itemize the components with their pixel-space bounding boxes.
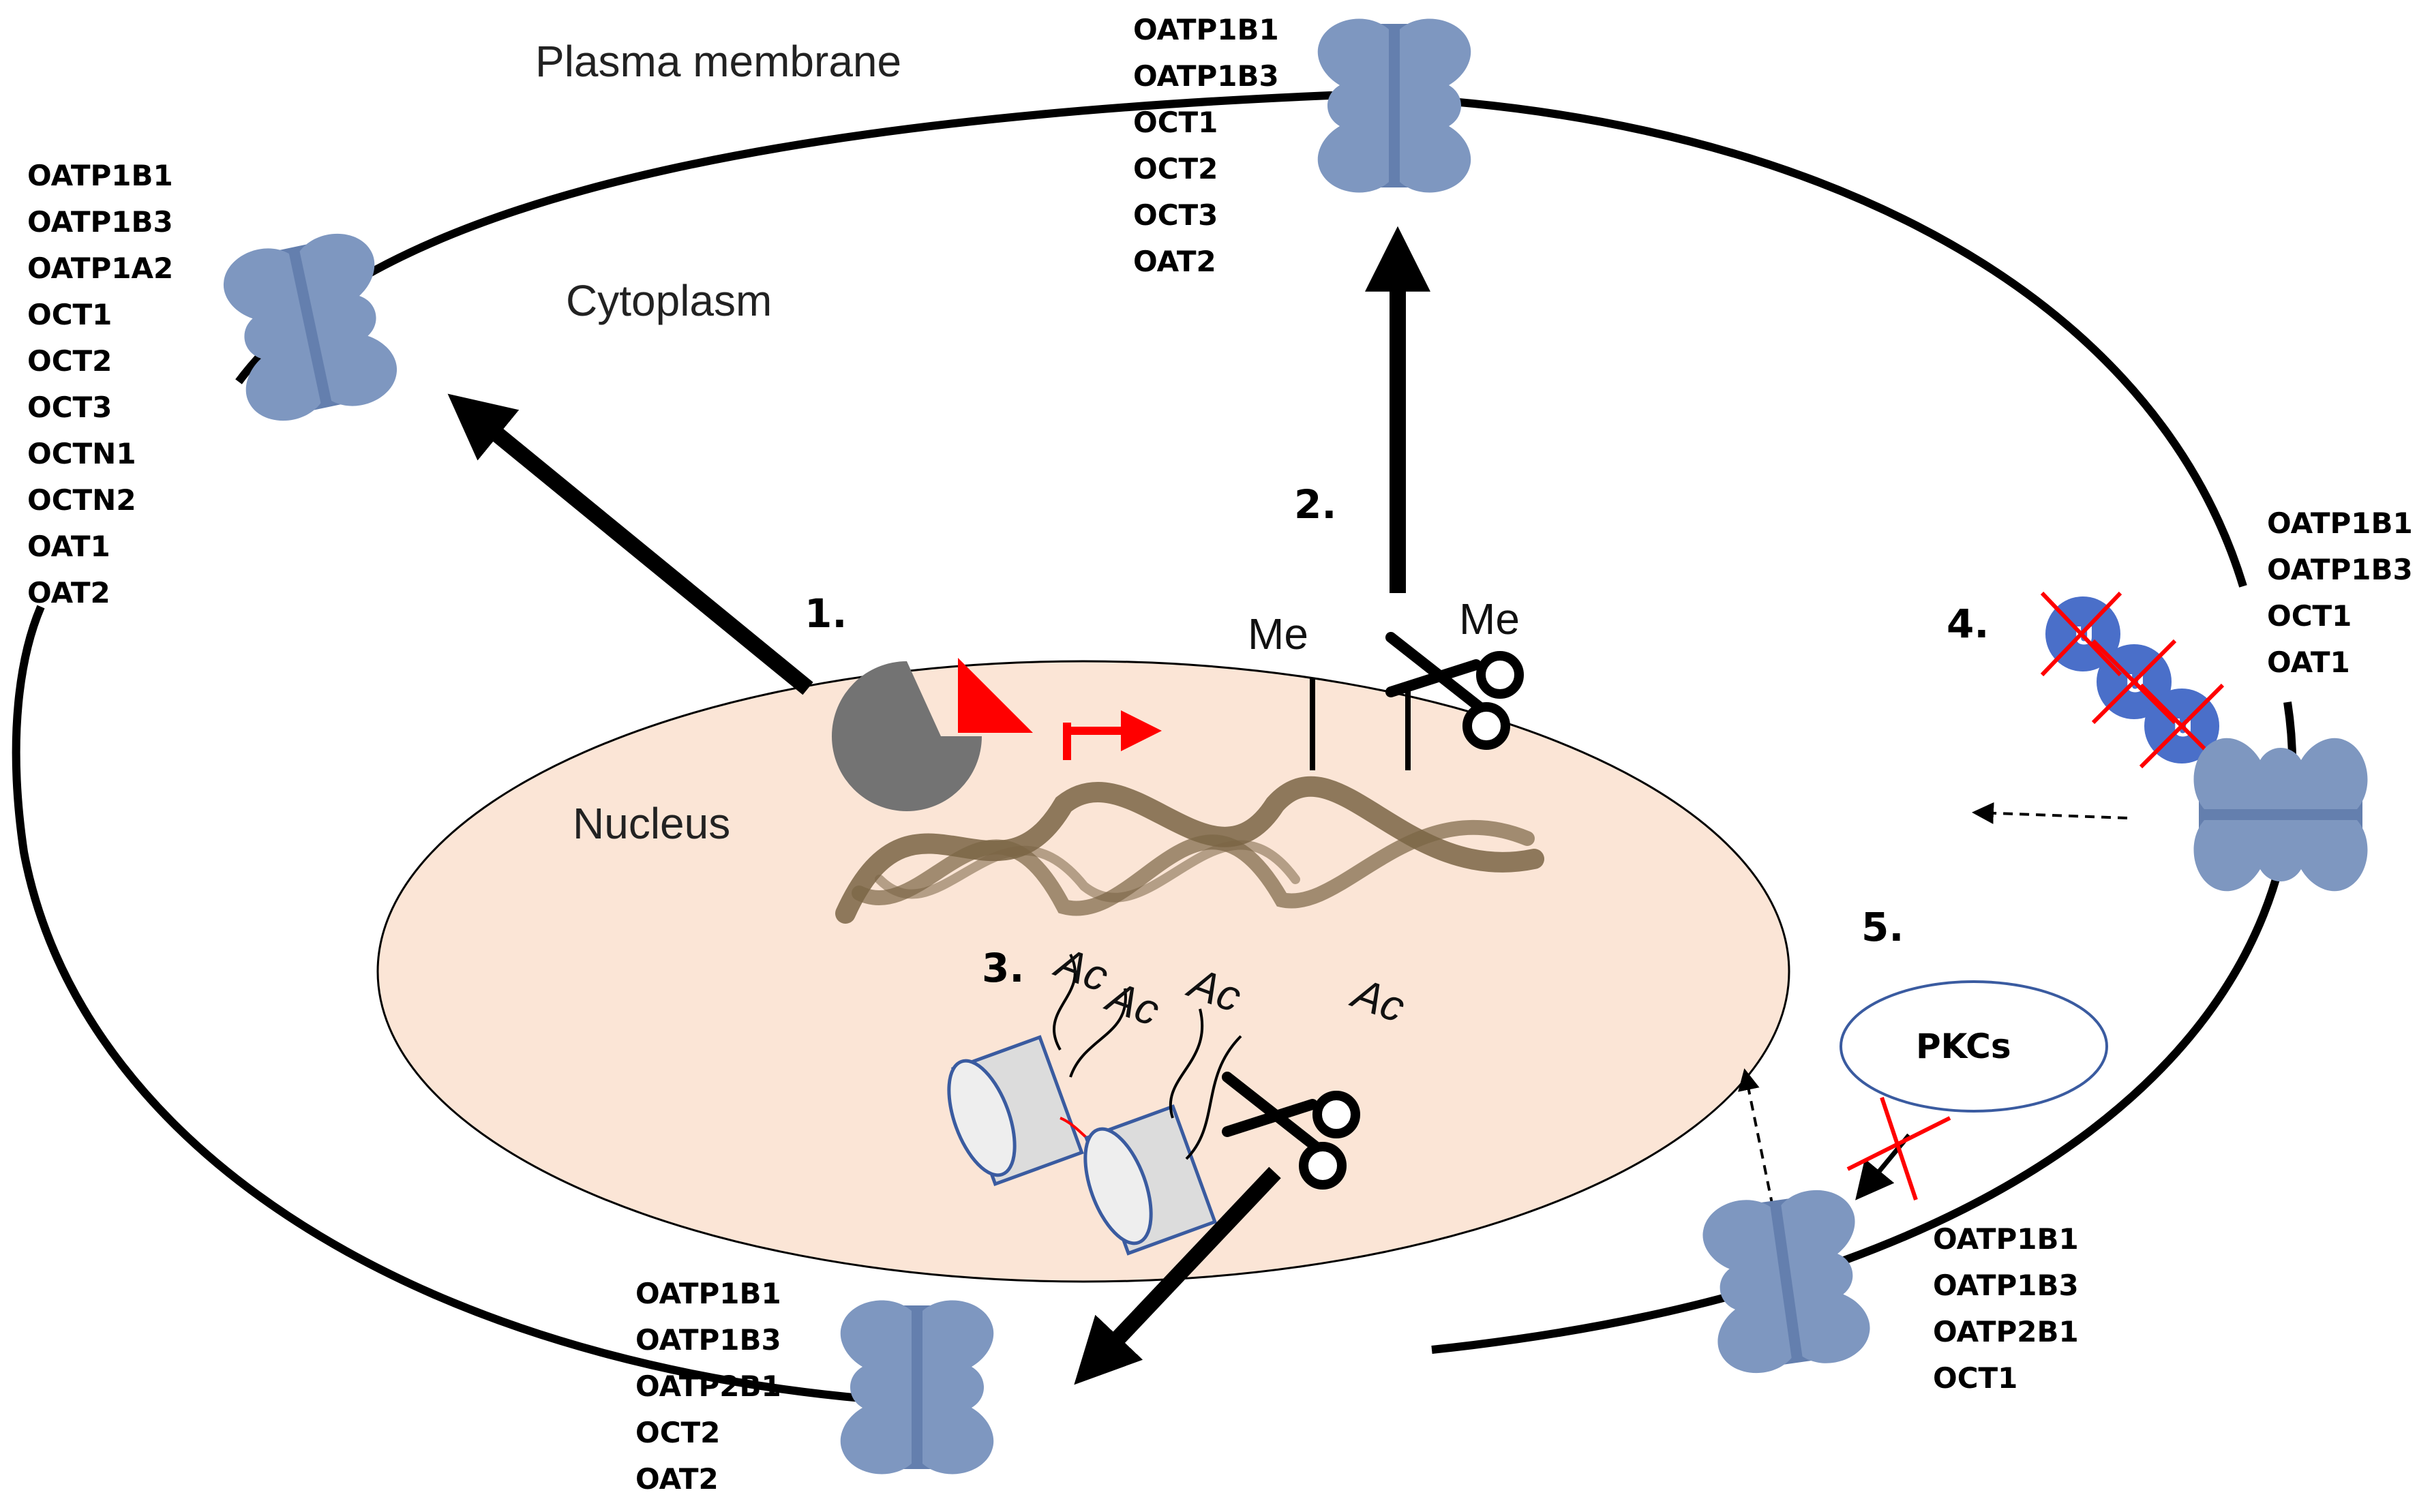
transporter-top-left — [217, 226, 404, 429]
pkc-label: PKCs — [1916, 1027, 2011, 1066]
arrow-step1 — [447, 393, 813, 695]
transporter-list-right: OATP1B1 OATP1B3 OCT1 OAT1 — [2267, 506, 2422, 679]
step-3-label: 3. — [982, 945, 1024, 991]
arrow-step3 — [1074, 1166, 1281, 1385]
transporter-bottom-right — [1698, 1185, 1874, 1378]
cytoplasm-label: Cytoplasm — [566, 276, 772, 325]
methyl-mark-1: Me — [1248, 609, 1308, 659]
transporter-list-left: OATP1B1 OATP1B3 OATP1A2 OCT1 OCT2 OCT3 O… — [27, 159, 183, 609]
step-2-label: 2. — [1294, 481, 1336, 528]
ubiquitin-blocked-marks — [2040, 591, 2225, 769]
step-4-label: 4. — [1947, 601, 1989, 647]
histone-1 — [947, 1035, 1084, 1187]
step-5-label: 5. — [1861, 904, 1904, 950]
methyl-mark-2: Me — [1459, 594, 1520, 644]
transporter-list-bottom-right: OATP1B1 OATP1B3 OATP2B1 OCT1 — [1933, 1222, 2088, 1395]
transcription-inhibited-arrow — [1063, 710, 1162, 760]
pkc-blocked-mark — [1846, 1097, 1951, 1200]
pkc-bubble — [1840, 980, 2108, 1113]
transporter-list-top: OATP1B1 OATP1B3 OCT1 OCT2 OCT3 OAT2 — [1133, 13, 1289, 278]
nucleus — [376, 660, 1790, 1283]
arrow-step5 — [1738, 1068, 1774, 1207]
plasma-membrane-label: Plasma membrane — [535, 37, 901, 86]
transporter-right — [2193, 738, 2368, 892]
step-1-label: 1. — [805, 590, 847, 637]
nucleus-label: Nucleus — [573, 799, 730, 848]
dna-helix — [835, 776, 1544, 924]
arrow-step4 — [1972, 802, 2128, 824]
repressor-complex — [832, 658, 1033, 811]
transporter-top — [1317, 18, 1471, 193]
histone-tails — [1053, 954, 1242, 1160]
transporter-list-bottom: OATP1B1 OATP1B3 OATP2B1 OCT2 OAT2 — [635, 1277, 791, 1496]
transporter-bottom — [840, 1300, 994, 1475]
histone-2 — [1083, 1104, 1218, 1256]
